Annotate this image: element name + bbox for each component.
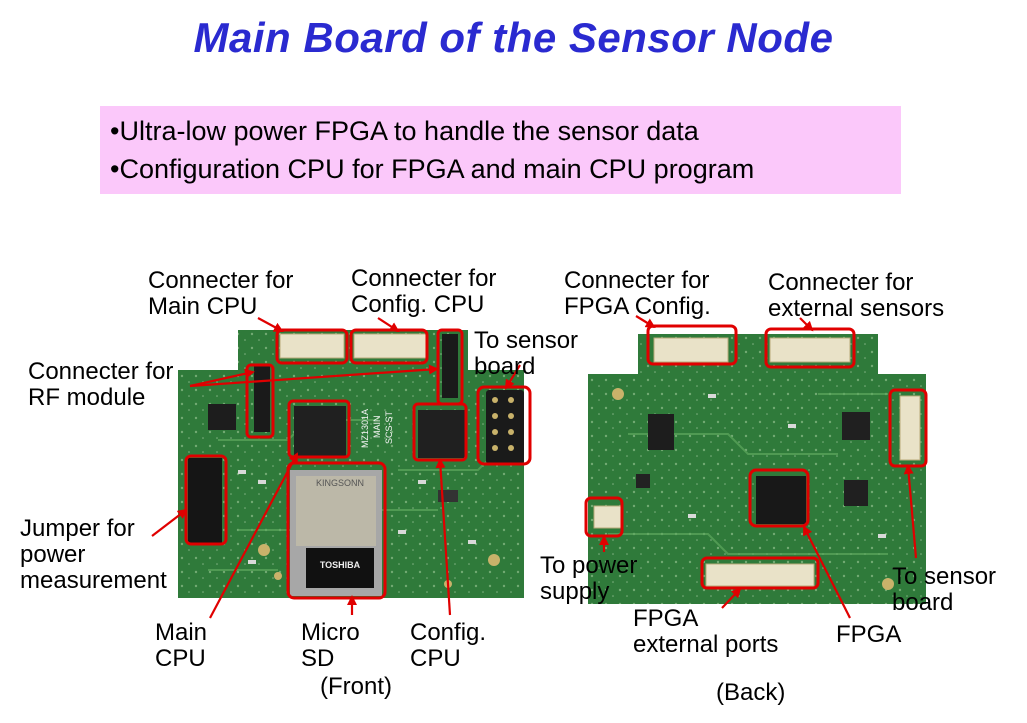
label-line: Micro	[301, 619, 360, 646]
label-line: power	[20, 541, 86, 568]
label-line: Connecter for	[564, 267, 710, 294]
highlight-box	[700, 556, 820, 590]
bullet-item: •Configuration CPU for FPGA and main CPU…	[110, 154, 755, 184]
arrow	[435, 458, 452, 616]
highlight-box	[748, 468, 810, 528]
highlight-box	[764, 327, 856, 369]
label-to-sensor-board-front: To sensor board	[474, 328, 578, 380]
bullet-item: •Ultra-low power FPGA to handle the sens…	[110, 116, 699, 146]
label-line: RF module	[28, 384, 146, 411]
highlight-box	[584, 496, 624, 538]
label-fpga-external-ports: FPGA external ports	[633, 606, 778, 658]
label-line: FPGA	[836, 621, 902, 648]
label-connecter-main-cpu: Connecter for Main CPU	[148, 268, 293, 320]
highlight-box	[476, 385, 532, 466]
highlight-box	[646, 324, 738, 366]
highlight-box	[287, 399, 351, 459]
label-line: To sensor	[892, 563, 997, 590]
arrow	[803, 525, 851, 619]
highlight-box	[349, 328, 429, 365]
label-line: To sensor	[474, 327, 579, 354]
label-line: external ports	[633, 631, 779, 658]
label-line: CPU	[410, 645, 461, 672]
silkscreen-text: MZ1301A	[360, 409, 370, 448]
label-line: external sensors	[768, 295, 945, 322]
label-line: Connecter for	[351, 265, 497, 292]
highlight-box	[412, 402, 468, 462]
label-connecter-external-sensors: Connecter for external sensors	[768, 270, 944, 322]
label-line: FPGA Config.	[564, 293, 711, 320]
label-line: measurement	[20, 567, 167, 594]
arrow	[151, 508, 188, 537]
label-line: To power	[540, 552, 638, 579]
highlight-box	[275, 328, 349, 365]
sd-card-brand: TOSHIBA	[320, 560, 361, 570]
highlight-box	[184, 454, 228, 546]
front-caption: (Front)	[320, 673, 392, 700]
highlight-box	[286, 461, 387, 600]
label-connecter-rf: Connecter for RF module	[28, 359, 173, 411]
arrow	[635, 315, 656, 329]
label-line: FPGA	[633, 605, 699, 632]
label-to-sensor-board-back: To sensor board	[892, 564, 996, 616]
label-line: Connecter for	[148, 267, 294, 294]
bullet-box: •Ultra-low power FPGA to handle the sens…	[100, 106, 901, 194]
slide-title: Main Board of the Sensor Node	[193, 14, 834, 61]
label-line: board	[892, 589, 954, 616]
label-line: supply	[540, 578, 610, 605]
label-to-power-supply: To power supply	[540, 553, 637, 605]
highlight-box	[888, 388, 928, 468]
label-line: Jumper for	[20, 515, 135, 542]
sd-brand-text: KINGSONN	[316, 478, 364, 488]
silkscreen-text: SCS-ST	[384, 410, 394, 444]
arrow	[377, 317, 400, 333]
label-line: Main CPU	[148, 293, 258, 320]
arrow	[257, 317, 284, 332]
label-line: CPU	[155, 645, 206, 672]
label-line: Connecter for	[768, 269, 914, 296]
label-main-cpu: Main CPU	[155, 620, 207, 672]
arrow	[189, 364, 439, 388]
arrow	[721, 587, 742, 609]
label-line: Main	[155, 619, 208, 646]
arrow	[903, 464, 918, 559]
label-config-cpu: Config. CPU	[410, 620, 486, 672]
label-line: board	[474, 353, 536, 380]
arrow	[504, 364, 521, 390]
label-micro-sd: Micro SD	[301, 620, 360, 672]
silkscreen-text: MAIN	[372, 416, 382, 439]
label-line: Connecter for	[28, 358, 174, 385]
label-jumper-power: Jumper for power measurement	[20, 516, 167, 594]
arrow	[799, 317, 814, 332]
label-connecter-fpga-config: Connecter for FPGA Config.	[564, 268, 711, 320]
back-caption: (Back)	[716, 679, 786, 706]
label-connecter-config-cpu: Connecter for Config. CPU	[351, 266, 496, 318]
arrow	[209, 452, 298, 619]
label-line: SD	[301, 645, 335, 672]
highlight-box	[245, 363, 275, 439]
label-fpga: FPGA	[836, 622, 901, 648]
arrow	[189, 368, 255, 388]
label-line: Config.	[410, 619, 487, 646]
label-line: Config. CPU	[351, 291, 485, 318]
highlight-box	[436, 328, 464, 406]
